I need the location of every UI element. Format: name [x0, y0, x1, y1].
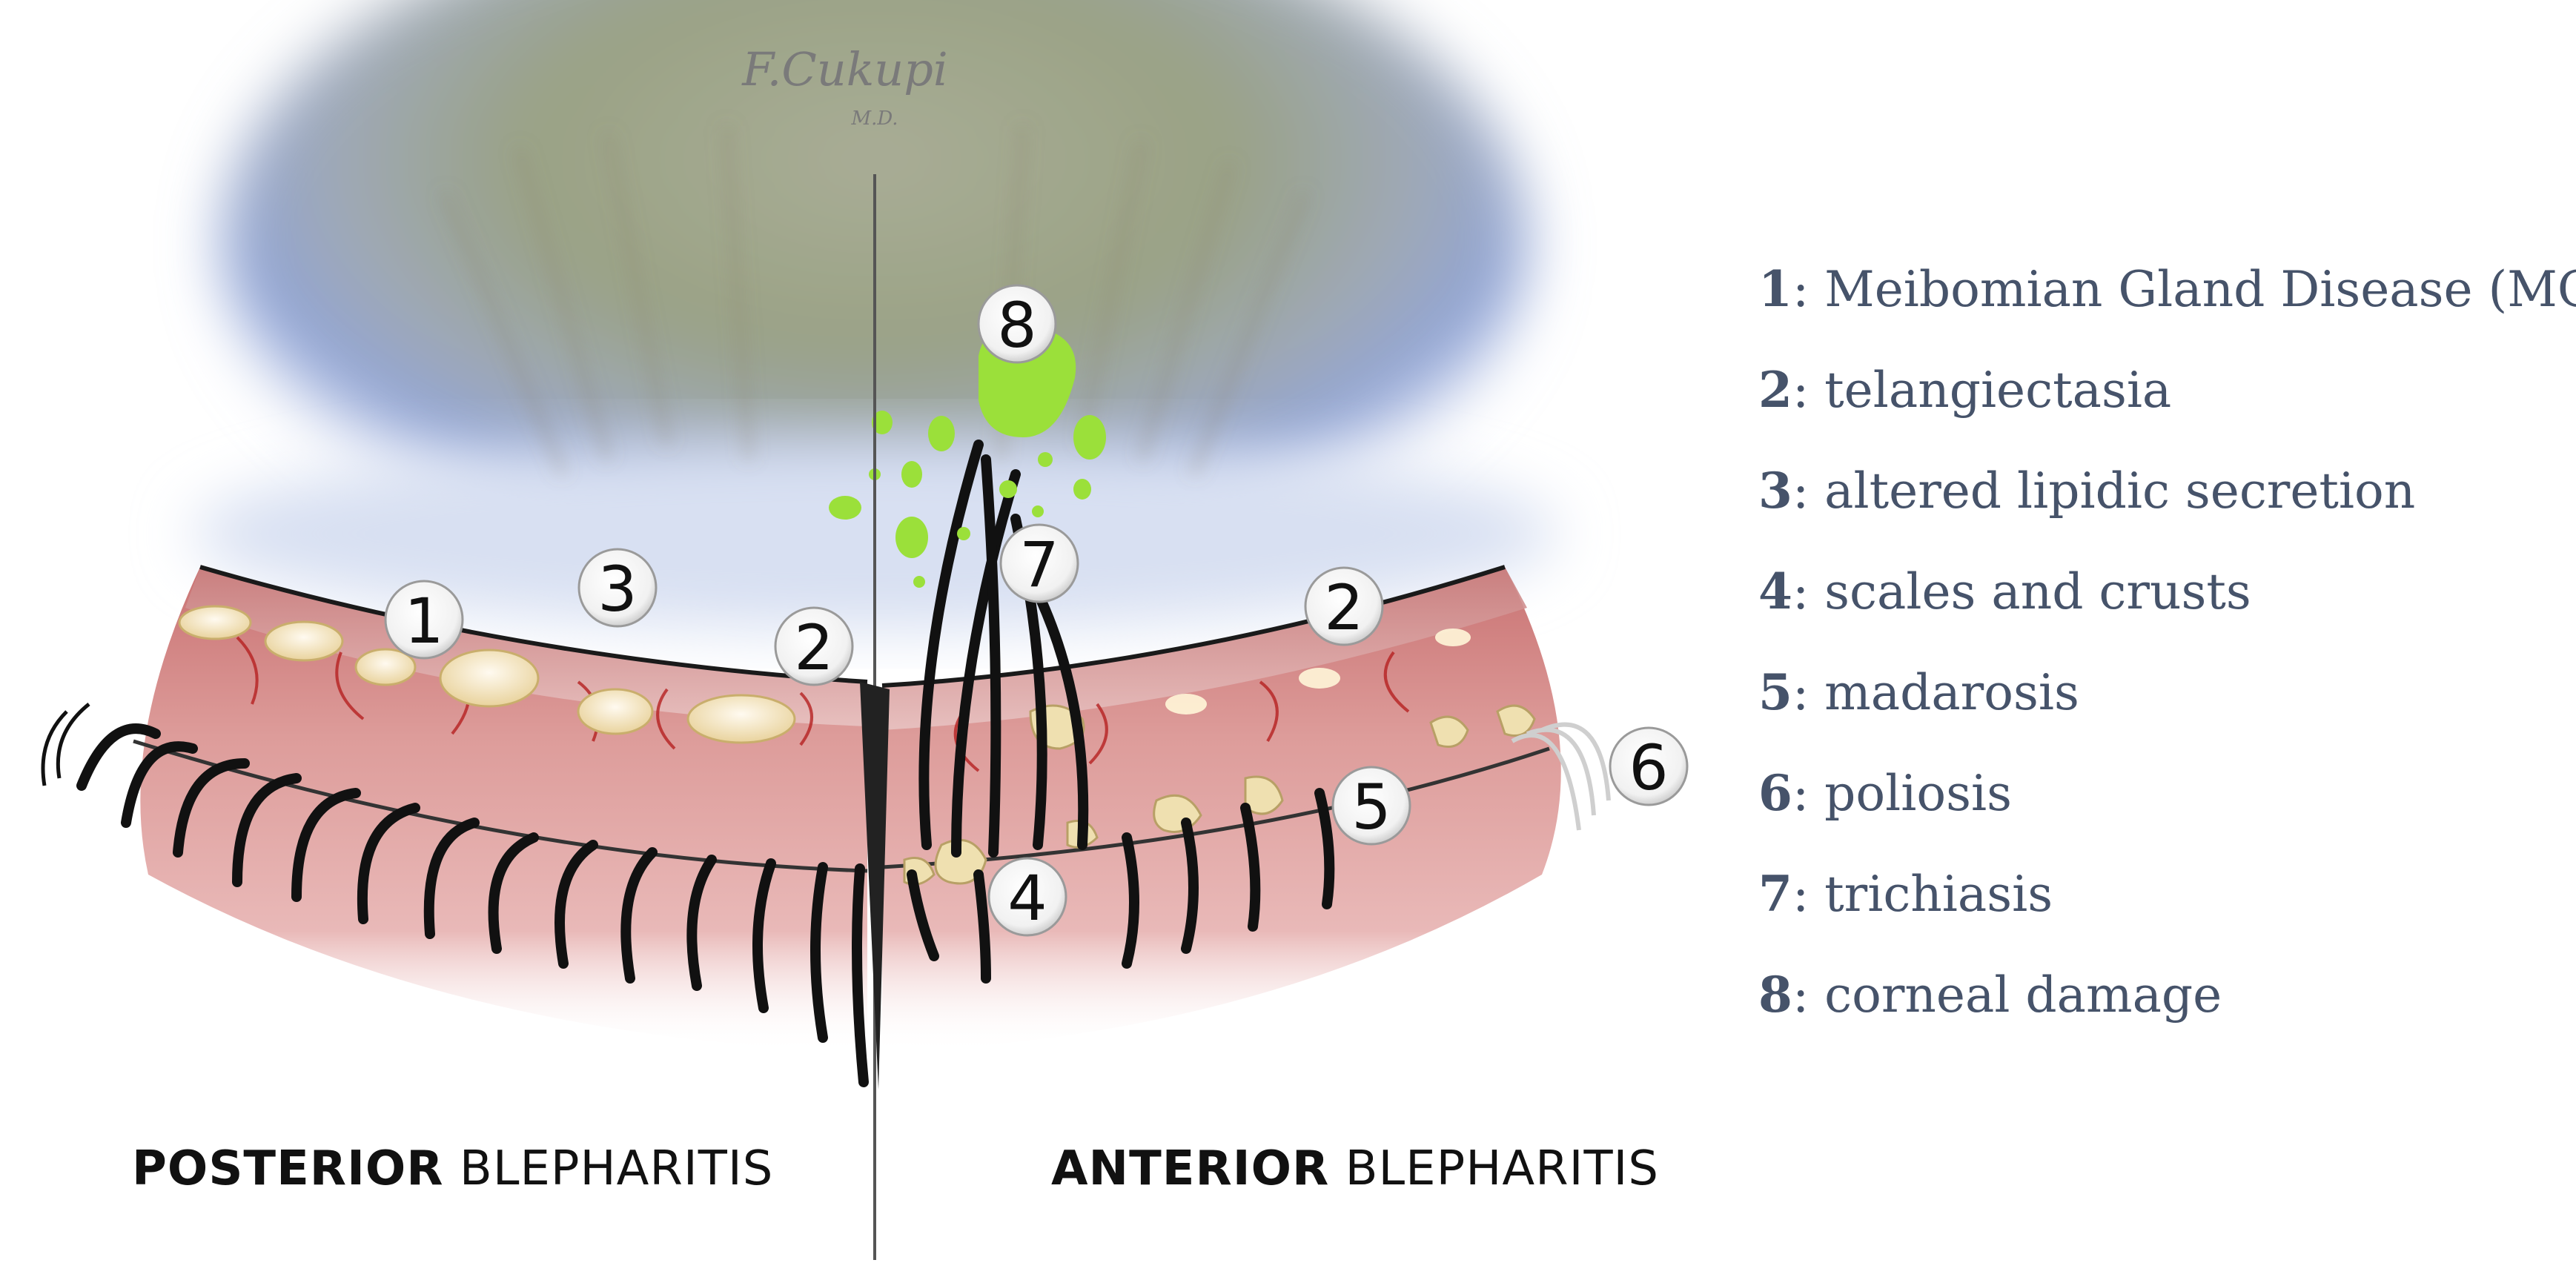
posterior-eyelash-tips	[41, 703, 90, 786]
posterior-lid-edge	[199, 565, 868, 684]
callout-4: 4	[987, 857, 1067, 937]
svg-text:6: 6	[1629, 732, 1668, 804]
legend-item-8: 8: corneal damage	[1758, 966, 2222, 1024]
callout-2-posterior: 2	[774, 606, 854, 686]
legend-item-7: 7: trichiasis	[1758, 865, 2053, 923]
callout-7: 7	[999, 523, 1079, 603]
legend-item-1: 1: Meibomian Gland Disease (MGD)	[1758, 260, 2576, 318]
callout-1: 1	[384, 580, 464, 660]
legend-item-2: 2: telangiectasia	[1758, 361, 2172, 419]
svg-text:2: 2	[794, 611, 833, 684]
svg-text:5: 5	[1351, 771, 1391, 843]
anterior-gland-dots	[1165, 629, 1471, 714]
svg-text:1: 1	[404, 585, 443, 657]
callout-5: 5	[1331, 766, 1411, 846]
iris-fibers	[441, 125, 1308, 476]
lash-line-right	[881, 746, 1550, 869]
anterior-caption: ANTERIOR BLEPHARITIS	[1051, 1141, 1659, 1196]
signature-name: F.Cukupi	[741, 42, 947, 96]
svg-text:2: 2	[1324, 571, 1363, 644]
svg-text:4: 4	[1007, 862, 1047, 935]
svg-text:7: 7	[1019, 528, 1059, 601]
posterior-caption-rest: BLEPHARITIS	[443, 1141, 774, 1196]
callout-6: 6	[1609, 726, 1689, 806]
lid-margin-left	[185, 567, 867, 726]
svg-text:3: 3	[597, 553, 637, 626]
poliosis-white-lashes	[1511, 722, 1611, 831]
legend-item-6: 6: poliosis	[1758, 764, 2012, 822]
posterior-caption: POSTERIOR BLEPHARITIS	[132, 1141, 773, 1196]
anterior-eyelashes	[907, 440, 1335, 984]
legend-item-5: 5: madarosis	[1758, 663, 2079, 721]
callout-3: 3	[577, 548, 658, 628]
legend-item-3: 3: altered lipidic secretion	[1758, 462, 2416, 520]
meibomian-glands	[178, 605, 796, 744]
svg-text:8: 8	[997, 289, 1036, 362]
posterior-caption-strong: POSTERIOR	[132, 1141, 444, 1196]
center-divider-wedge	[860, 682, 890, 1090]
anterior-caption-rest: BLEPHARITIS	[1329, 1141, 1660, 1196]
anterior-caption-strong: ANTERIOR	[1051, 1141, 1330, 1196]
signature-title: M.D.	[850, 107, 898, 130]
callout-2-anterior: 2	[1304, 566, 1384, 646]
legend: 1: Meibomian Gland Disease (MGD) 2: tela…	[1758, 239, 2576, 1045]
legend-item-4: 4: scales and crusts	[1758, 563, 2251, 620]
posterior-eyelashes	[76, 723, 869, 1087]
artist-signature: F.Cukupi M.D.	[741, 42, 947, 130]
callout-8: 8	[977, 284, 1057, 364]
